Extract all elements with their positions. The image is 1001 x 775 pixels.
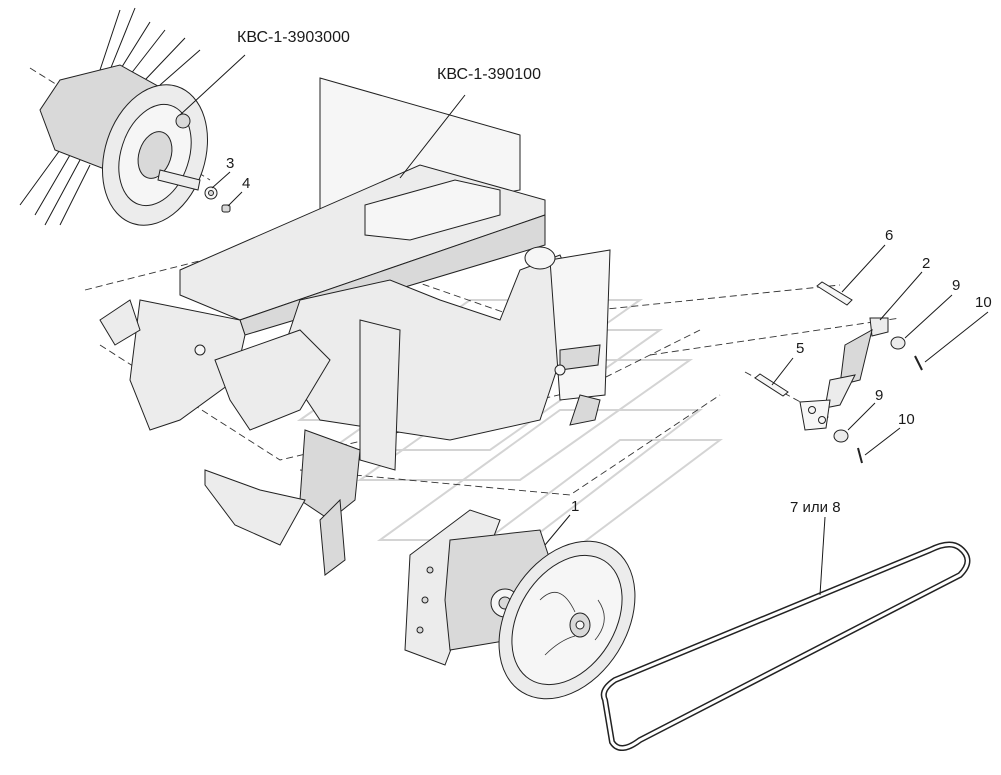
callout-3: 3 bbox=[226, 155, 234, 172]
callout-9-lower: 9 bbox=[875, 387, 883, 404]
tensioner-assembly bbox=[754, 281, 923, 464]
leader-lines bbox=[179, 54, 989, 596]
frame-assembly bbox=[99, 77, 611, 576]
callout-9-upper: 9 bbox=[952, 277, 960, 294]
callout-5: 5 bbox=[796, 340, 804, 357]
reel-hub-assembly bbox=[19, 7, 231, 226]
main-assembly-label: КВС-1-3903000 bbox=[237, 29, 350, 46]
frame-assembly-label: КВС-1-390100 bbox=[437, 66, 541, 83]
callout-6: 6 bbox=[885, 227, 893, 244]
callout-10-lower: 10 bbox=[898, 411, 915, 428]
callout-7-or-8: 7 или 8 bbox=[790, 499, 841, 516]
callout-4: 4 bbox=[242, 175, 250, 192]
gearbox-bracket bbox=[404, 509, 561, 666]
callout-1: 1 bbox=[571, 498, 579, 515]
v-belt bbox=[600, 541, 971, 751]
callout-2: 2 bbox=[922, 255, 930, 272]
pulley bbox=[498, 540, 636, 700]
callout-10-upper: 10 bbox=[975, 294, 992, 311]
